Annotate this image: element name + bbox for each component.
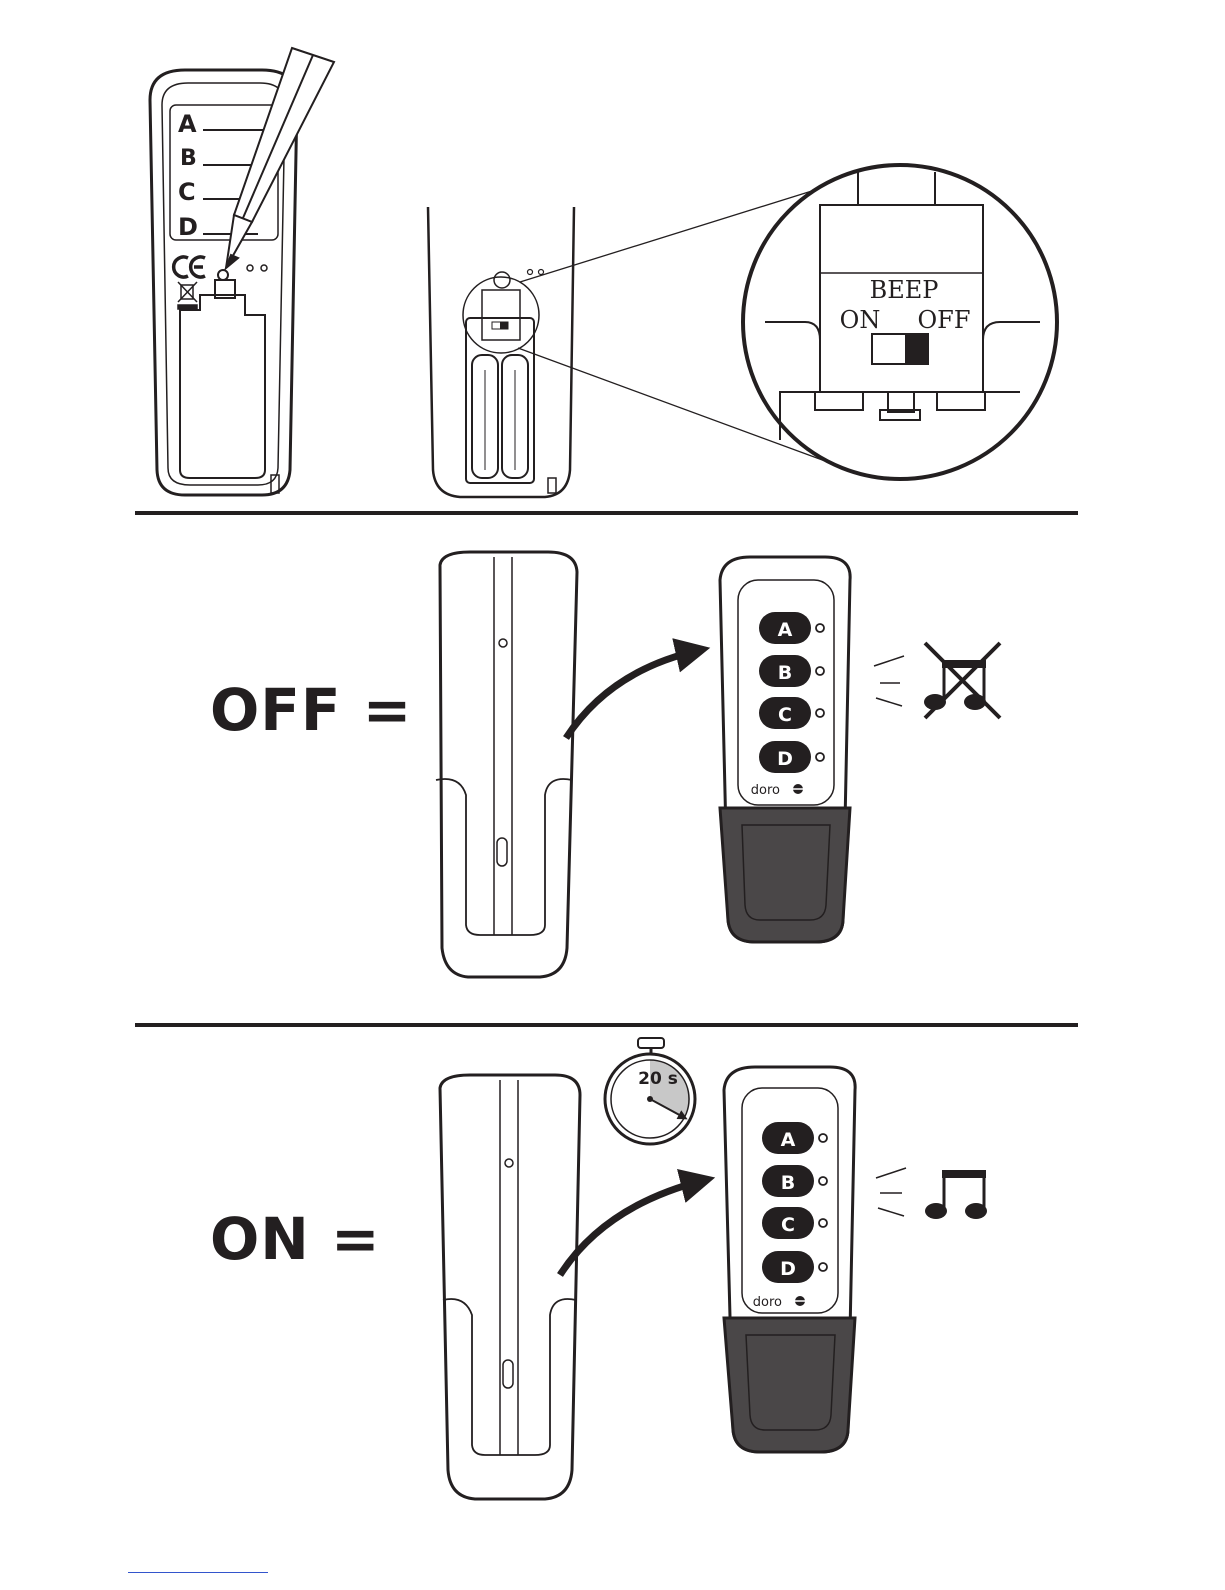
label-row-a: A xyxy=(178,110,197,138)
button-d-on-label: D xyxy=(780,1258,796,1280)
arrow-icon-on xyxy=(560,1180,705,1275)
remote-side-view-on xyxy=(440,1075,580,1499)
button-d-label: D xyxy=(777,748,793,770)
remote-side-view-off xyxy=(436,552,577,977)
magnified-beep-switch xyxy=(743,165,1057,479)
stopwatch-icon xyxy=(605,1038,695,1144)
remote-battery-compartment xyxy=(428,207,574,497)
switch-off-label: OFF xyxy=(918,306,971,334)
brand-label-on: doro xyxy=(753,1295,782,1310)
label-row-b: B xyxy=(180,146,197,171)
label-row-c: C xyxy=(178,178,196,206)
timer-label: 20 s xyxy=(638,1069,678,1089)
brand-label: doro xyxy=(751,783,780,798)
button-b-label: B xyxy=(778,662,792,684)
off-label: OFF = xyxy=(210,676,412,744)
button-a-on-label: A xyxy=(781,1129,796,1151)
sound-waves-icon-on xyxy=(876,1168,906,1216)
muted-music-icon xyxy=(924,643,1000,718)
doro-logo-icon-on xyxy=(795,1296,805,1306)
button-b-on-label: B xyxy=(781,1172,795,1194)
doro-logo-icon xyxy=(793,784,803,794)
beep-switch-knob xyxy=(905,334,928,364)
button-c-on-label: C xyxy=(781,1214,795,1236)
label-row-d: D xyxy=(178,213,198,241)
sound-waves-icon xyxy=(874,656,904,706)
pencil-icon xyxy=(226,48,334,268)
ce-mark-icon xyxy=(174,257,205,277)
button-a-label: A xyxy=(778,619,793,641)
on-label: ON = xyxy=(210,1205,381,1273)
switch-on-label: ON xyxy=(840,306,881,334)
button-c-label: C xyxy=(778,704,792,726)
footer-link-line[interactable] xyxy=(128,1572,268,1573)
weee-bin-icon xyxy=(178,282,197,309)
switch-title: BEEP xyxy=(870,276,939,304)
arrow-icon xyxy=(566,650,700,738)
music-note-icon xyxy=(925,1170,987,1219)
